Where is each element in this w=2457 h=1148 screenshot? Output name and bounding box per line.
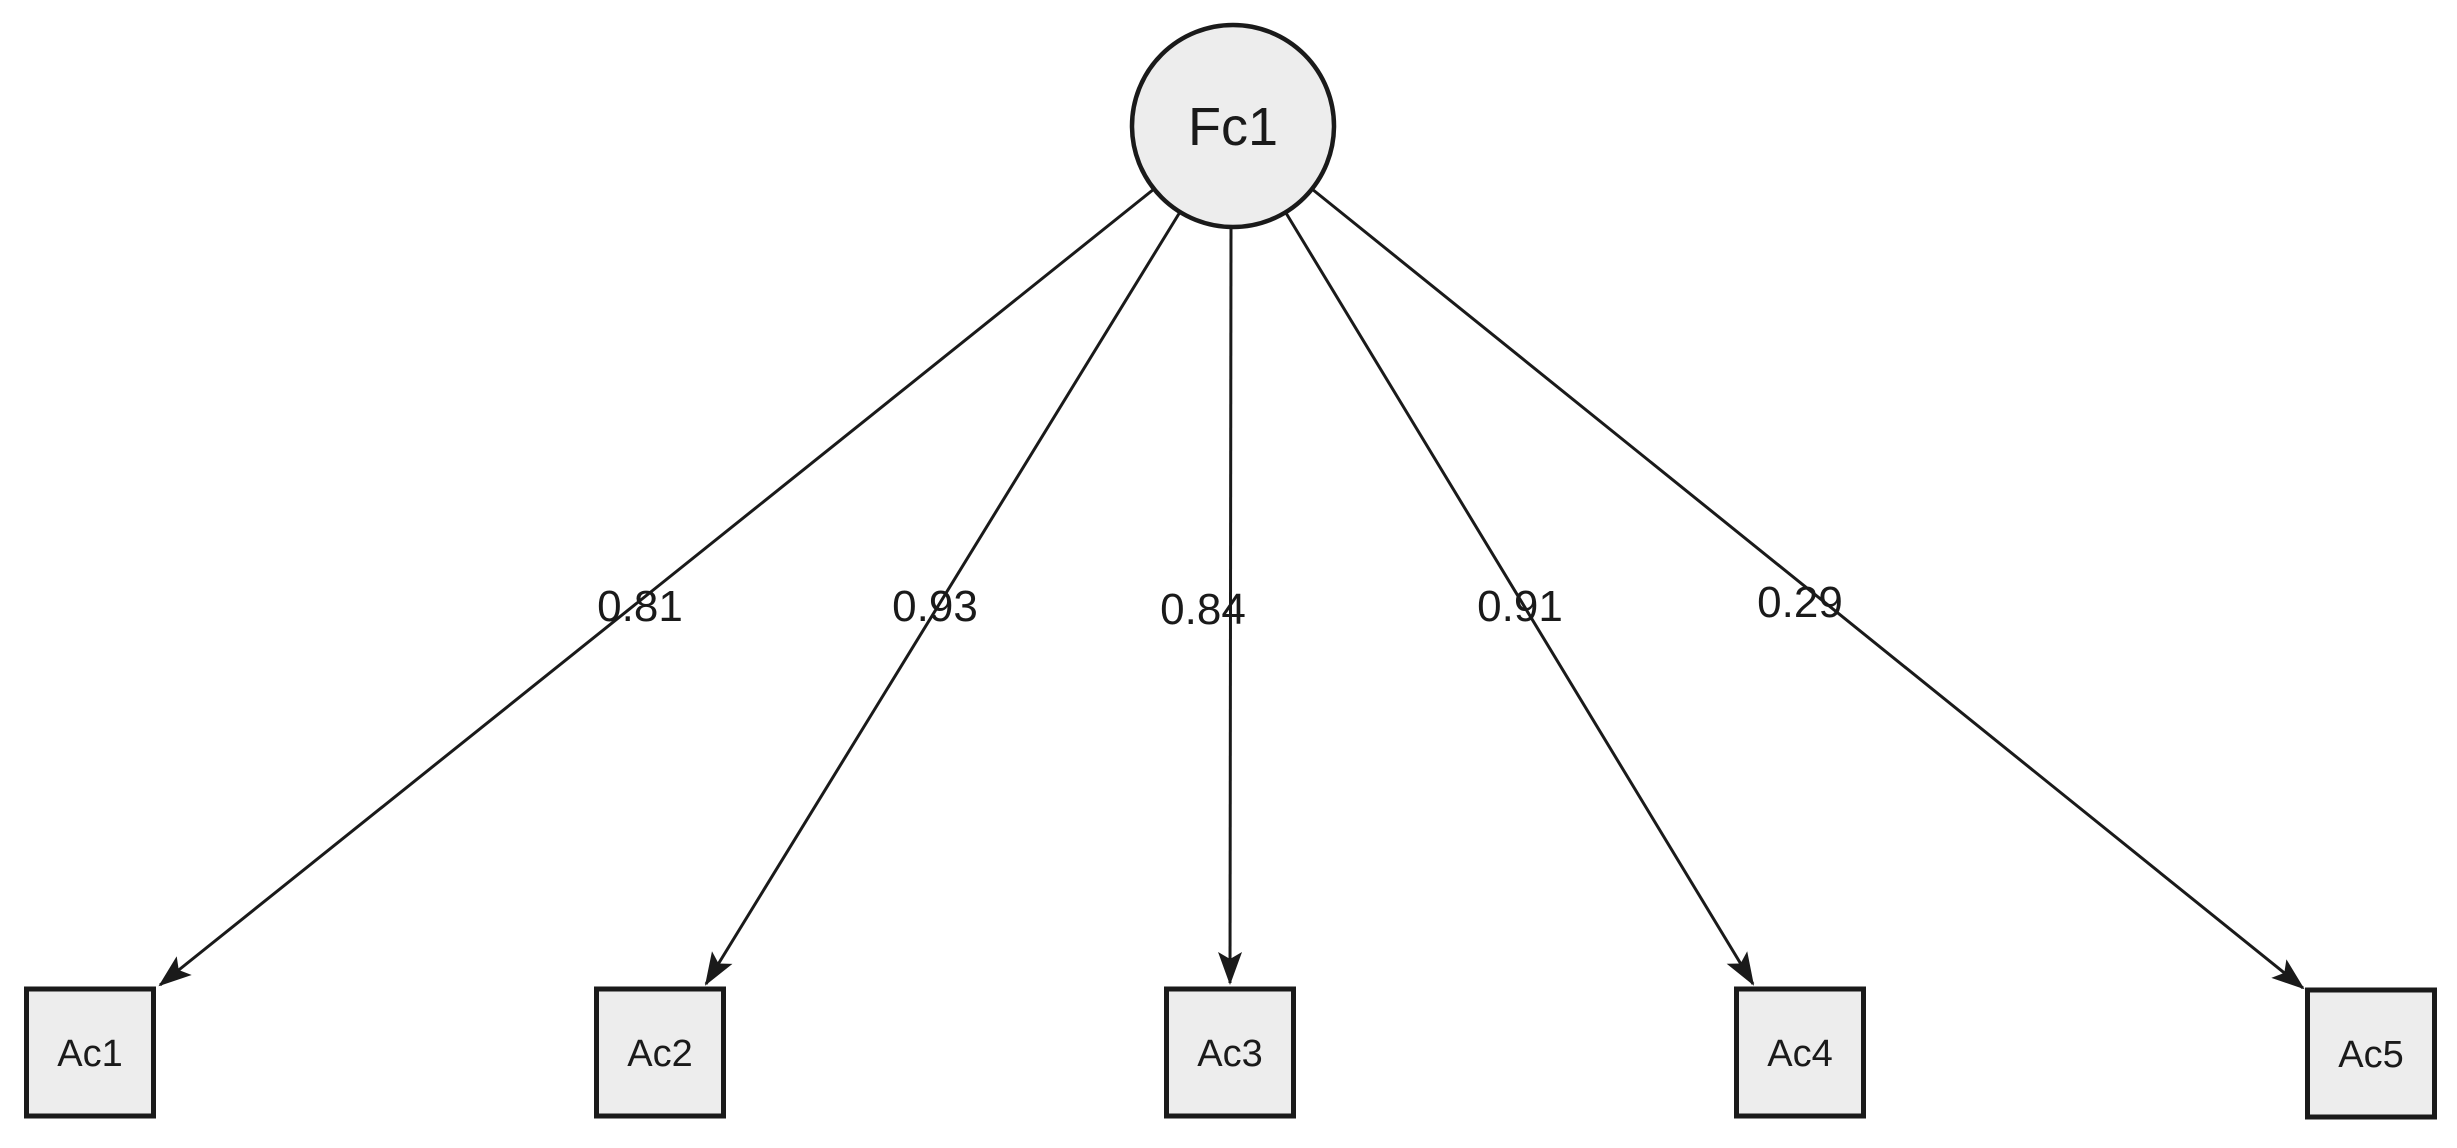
indicator-square bbox=[1734, 986, 1866, 1119]
edge-fc1-ac4 bbox=[1284, 212, 1755, 986]
indicator-square bbox=[2305, 987, 2437, 1120]
indicator-node-ac1: Ac1 bbox=[24, 986, 156, 1119]
factor-circle bbox=[1129, 22, 1337, 230]
edge-weight-fc1-ac4: 0.91 bbox=[1477, 582, 1563, 631]
indicator-node-ac4: Ac4 bbox=[1734, 986, 1866, 1119]
edge-fc1-ac3 bbox=[1218, 227, 1243, 985]
indicator-label: Ac2 bbox=[627, 1033, 692, 1075]
indicator-square bbox=[1164, 986, 1296, 1119]
edge-weight-fc1-ac5: 0.29 bbox=[1757, 578, 1843, 627]
edge-weight-fc1-ac2: 0.93 bbox=[892, 582, 978, 631]
edge-fc1-ac2 bbox=[704, 211, 1182, 986]
indicator-label: Ac3 bbox=[1197, 1033, 1262, 1075]
factor-label: Fc1 bbox=[1188, 97, 1278, 157]
edge-weight-fc1-ac1: 0.81 bbox=[597, 582, 683, 631]
indicator-node-ac2: Ac2 bbox=[594, 986, 726, 1119]
indicator-label: Ac1 bbox=[57, 1033, 122, 1075]
factor-node-fc1: Fc1 bbox=[1129, 22, 1337, 230]
indicator-label: Ac5 bbox=[2338, 1034, 2403, 1076]
edge-weight-fc1-ac3: 0.84 bbox=[1160, 585, 1246, 634]
indicator-label: Ac4 bbox=[1767, 1033, 1832, 1075]
indicator-node-ac3: Ac3 bbox=[1164, 986, 1296, 1119]
indicator-square bbox=[24, 986, 156, 1119]
edge-fc1-ac1 bbox=[158, 187, 1155, 987]
indicator-square bbox=[594, 986, 726, 1119]
indicator-node-ac5: Ac5 bbox=[2305, 987, 2437, 1120]
edge-fc1-ac5 bbox=[1311, 187, 2305, 990]
